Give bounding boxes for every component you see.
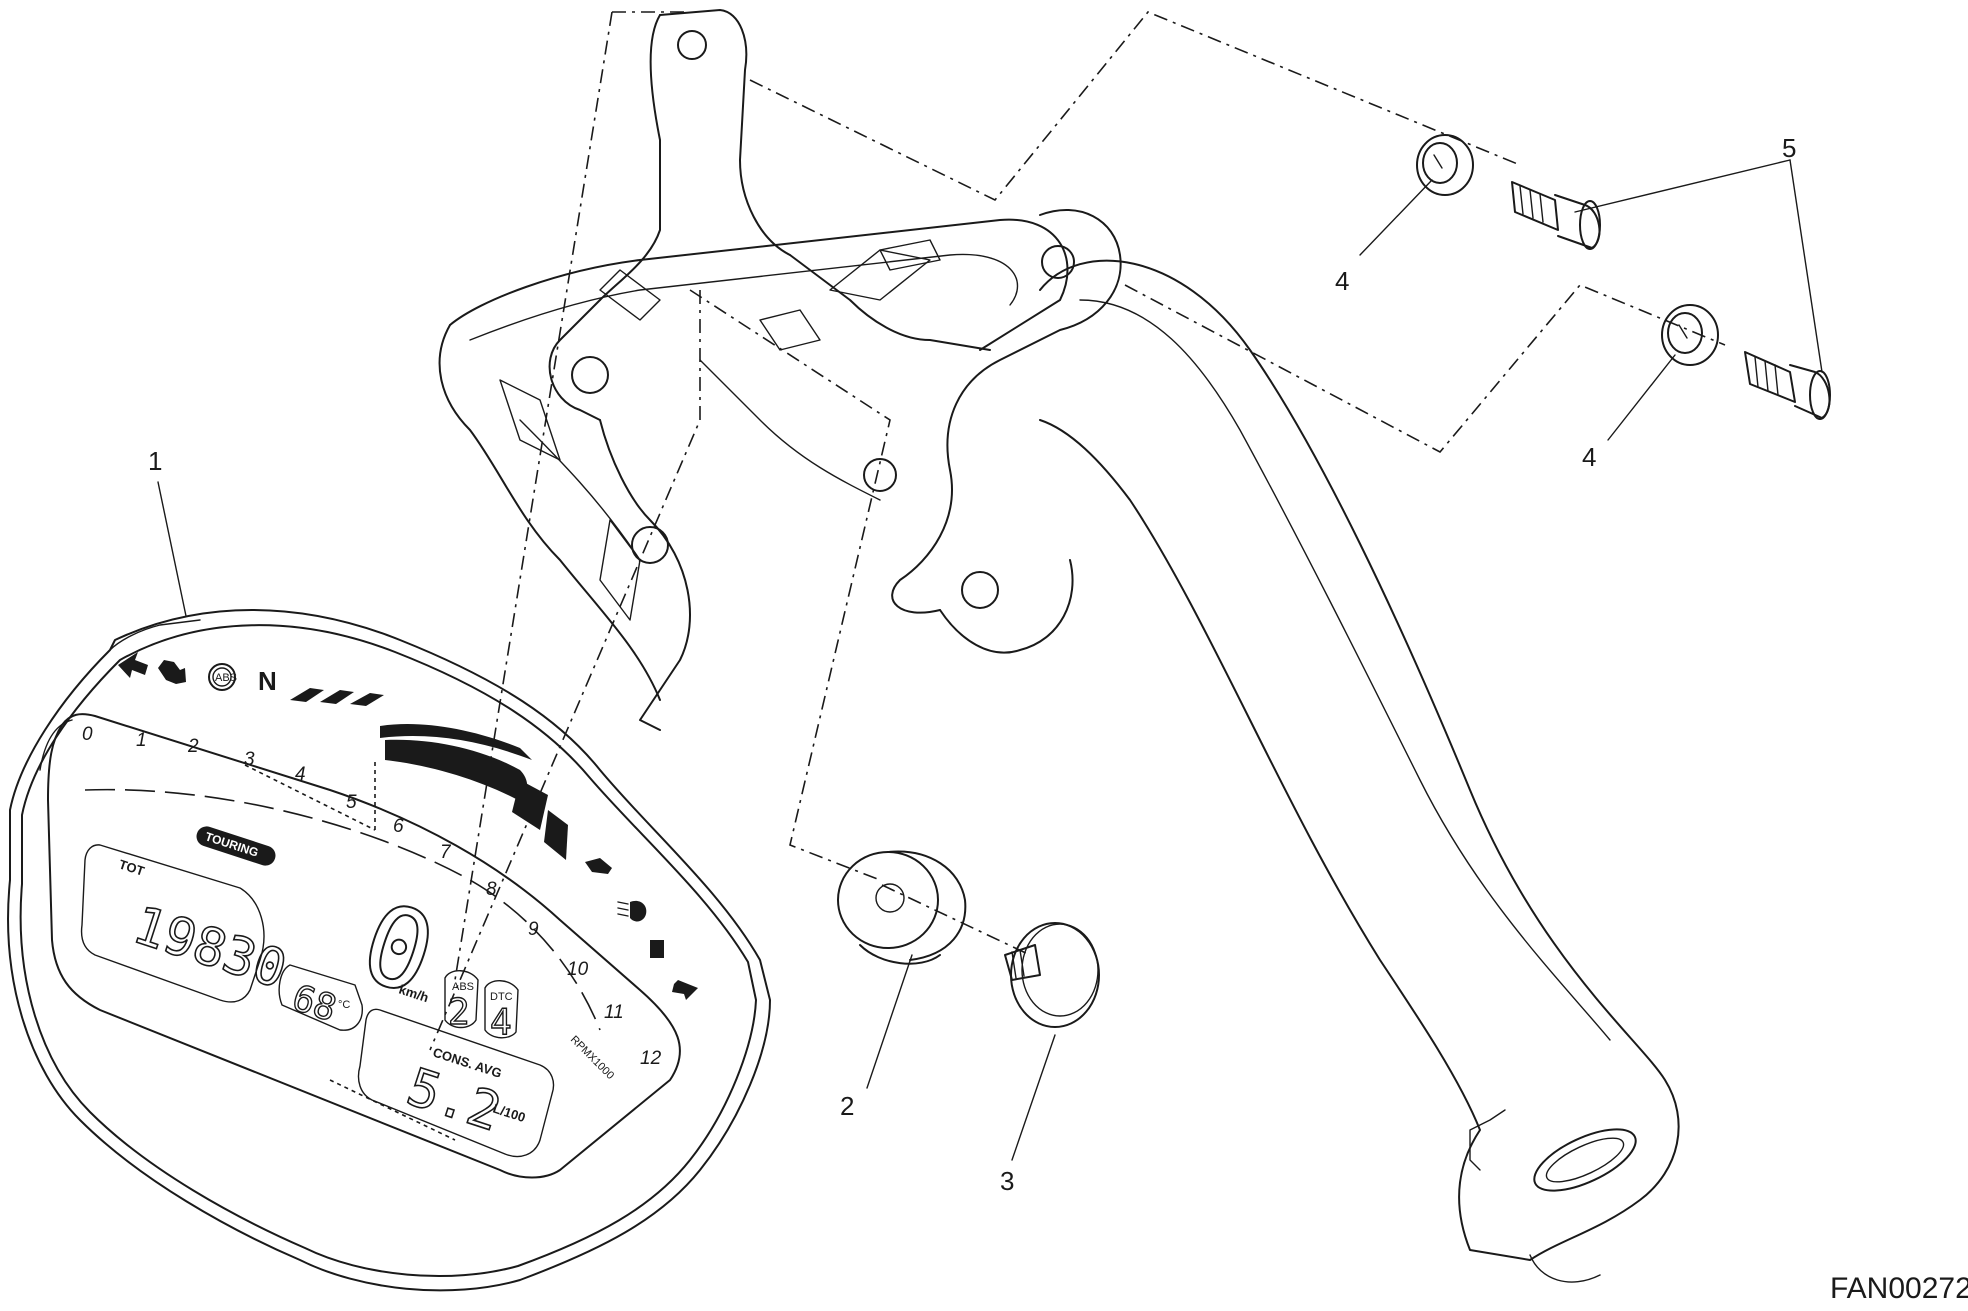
rpm-bar-graphic (290, 688, 568, 860)
speed-value: 0 (347, 878, 450, 1020)
temperature-value: 68 (287, 978, 341, 1030)
callout-1: 1 (148, 446, 162, 476)
callout-leaders (157, 159, 1823, 1161)
rpm-unit-label: RPMX1000 (568, 1034, 616, 1082)
abs-level-label: ABS (452, 981, 474, 993)
odometer-display: TOT 19830 (80, 844, 294, 1003)
mode-badge: TOURING (196, 826, 276, 866)
callout-labels: 1 2 3 4 4 5 (148, 133, 1796, 1196)
high-beam-icon (617, 900, 647, 922)
rpm-tick-0: 0 (82, 724, 93, 745)
rpm-tick-10: 10 (567, 959, 589, 980)
rpm-tick-8: 8 (486, 879, 497, 900)
rpm-tick-11: 11 (604, 1002, 624, 1023)
rpm-tick-4: 4 (295, 764, 306, 785)
instrument-cluster: ABS N 0 1 2 3 4 5 6 7 8 9 10 11 12 (7, 609, 771, 1292)
fairing-support-bracket (1039, 259, 1680, 1283)
washer-lower (1661, 304, 1719, 366)
engine-warning-icon (158, 660, 186, 684)
dashboard-mounting-bracket (438, 9, 1122, 731)
dtc-level-label: DTC (490, 991, 513, 1003)
callout-4-lower: 4 (1582, 442, 1596, 472)
rpm-tick-7: 7 (440, 842, 452, 863)
spacer-bolt (1004, 922, 1100, 1028)
rpm-tick-6: 6 (393, 816, 404, 837)
odometer-value: 19830 (126, 895, 293, 1000)
speed-display: 0 km/h (346, 877, 451, 1021)
dtc-level-value: 4 (490, 1002, 512, 1043)
rpm-tick-3: 3 (244, 749, 255, 770)
consumption-unit: L/100 (491, 1101, 527, 1126)
fuel-reserve-icon (650, 940, 664, 958)
rpm-tick-5: 5 (346, 792, 357, 813)
drawing-code: FAN00272 (1830, 1272, 1968, 1305)
rubber-grommet (837, 850, 967, 965)
screw-upper (1511, 181, 1601, 250)
rpm-tick-2: 2 (187, 736, 199, 757)
callout-4-upper: 4 (1335, 266, 1349, 296)
callout-2: 2 (840, 1091, 854, 1121)
screw-lower (1744, 351, 1831, 420)
abs-warning-icon: ABS (208, 663, 237, 691)
dtc-level-display: DTC 4 (484, 980, 519, 1044)
turn-left-icon (118, 652, 148, 678)
washer-upper (1416, 134, 1474, 196)
abs-level-display: ABS 2 (444, 970, 479, 1034)
rpm-tick-12: 12 (640, 1048, 662, 1069)
abs-level-value: 2 (448, 992, 470, 1033)
neutral-label: N (258, 666, 277, 696)
oil-pressure-icon (585, 858, 612, 874)
temperature-unit: °C (338, 999, 350, 1011)
callout-3: 3 (1000, 1166, 1014, 1196)
rpm-tick-1: 1 (136, 730, 147, 751)
assembly-guide-lines (244, 11, 1726, 1141)
neutral-icon: N (258, 666, 277, 696)
callout-5: 5 (1782, 133, 1796, 163)
odometer-label: TOT (117, 857, 146, 879)
abs-warning-label: ABS (215, 672, 237, 684)
turn-right-icon (672, 980, 698, 1000)
mode-badge-label: TOURING (203, 829, 260, 859)
